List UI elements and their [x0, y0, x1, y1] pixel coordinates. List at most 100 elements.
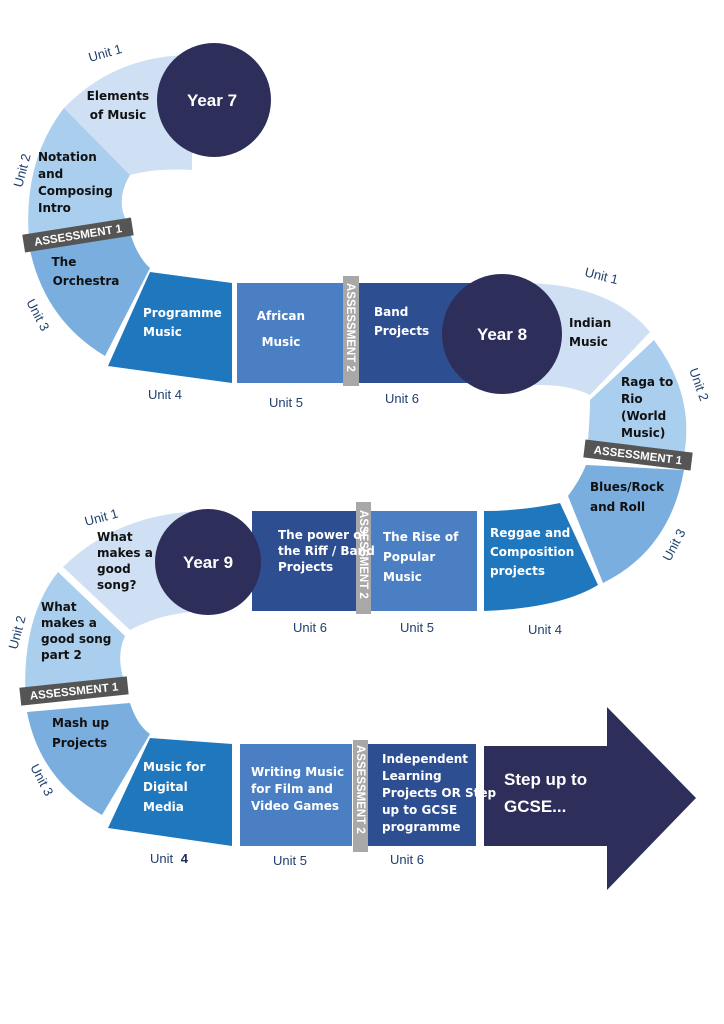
y7-unit3-label: Unit 3	[23, 296, 52, 333]
y9-unit4-line1: Music for	[143, 760, 205, 774]
y9-unit6-segment	[368, 744, 476, 846]
gcse-arrow	[484, 707, 696, 890]
y8-unit2-line3: (World	[621, 409, 666, 423]
y9-unit6-label: Unit 6	[390, 852, 424, 867]
y7-unit6-line2: Projects	[374, 324, 429, 338]
y7-unit4-line1: Programme	[143, 306, 222, 320]
y9-unit6-line4: up to GCSE	[382, 803, 457, 817]
y8-unit3-label: Unit 3	[659, 526, 688, 563]
y8-unit6-segment	[252, 511, 356, 611]
year9-label: Year 9	[183, 553, 233, 572]
y8-assessment1-band	[583, 439, 693, 471]
y8-unit3-segment	[568, 465, 684, 583]
y9-unit1-label: Unit 1	[83, 506, 120, 529]
y7-unit1-line1: Elements	[87, 89, 150, 103]
y9-unit2-label: Unit 2	[5, 614, 28, 651]
y9-unit2-line4: part 2	[41, 648, 82, 662]
y7-assessment2-label: ASSESSMENT 2	[344, 283, 356, 372]
y9-unit5-label: Unit 5	[273, 853, 307, 868]
y7-unit4-text: Programme Music	[143, 306, 226, 339]
y8-unit2-line1: Raga to	[621, 375, 673, 389]
y9-unit6-line1: Independent	[382, 752, 468, 766]
final-line2: GCSE...	[504, 797, 566, 816]
year8-circle	[442, 274, 562, 394]
y9-unit4-label-number: 4	[181, 851, 189, 866]
y9-unit5-line1: Writing Music	[251, 765, 344, 779]
y9-unit5-line2: for Film and	[251, 782, 333, 796]
y7-unit2-line3: Composing	[38, 184, 113, 198]
y8-unit6-text: The power of the Riff / Band Projects	[278, 528, 379, 574]
y9-unit6-line5: programme	[382, 820, 461, 834]
y7-unit2-line4: Intro	[38, 201, 71, 215]
y8-unit5-segment	[371, 511, 477, 611]
y7-assessment1-band	[22, 217, 134, 253]
y8-unit2-line2: Rio	[621, 392, 643, 406]
y8-unit2-line4: Music)	[621, 426, 665, 440]
y9-unit4-segment	[108, 738, 232, 846]
y7-unit2-line1: Notation	[38, 150, 97, 164]
y9-unit2-line3: good song	[41, 632, 111, 646]
final-line1: Step up to	[504, 770, 587, 789]
y9-unit2-line1: What	[41, 600, 77, 614]
y7-unit3-segment	[30, 222, 150, 356]
y8-unit6-line3: Projects	[278, 560, 333, 574]
y9-unit4-label: Unit 4	[150, 851, 189, 866]
year9-circle	[155, 509, 261, 615]
y9-assessment2-label: ASSESSMENT 2	[354, 745, 366, 834]
y8-unit5-text: The Rise of Popular Music	[383, 530, 463, 584]
y9-unit1-text: What makes a good song?	[97, 530, 157, 592]
y9-unit6-line2: Learning	[382, 769, 442, 783]
y7-unit4-label: Unit 4	[148, 387, 182, 402]
y8-unit1-text: Indian Music	[569, 316, 616, 349]
y7-unit1-label: Unit 1	[87, 41, 124, 65]
y8-unit4-line3: projects	[490, 564, 545, 578]
y9-unit3-line2: Projects	[52, 736, 107, 750]
y9-unit4-line3: Media	[143, 800, 184, 814]
y8-unit6-line2: the Riff / Band	[278, 544, 375, 558]
y9-unit6-line3: Projects OR Step	[382, 786, 497, 800]
y7-unit2-label: Unit 2	[10, 152, 33, 189]
year7-circle	[157, 43, 271, 157]
y8-unit6-line1: The power of	[278, 528, 367, 542]
y8-unit5-line2: Popular	[383, 550, 435, 564]
y9-unit1-line4: song?	[97, 578, 137, 592]
y9-unit3-line1: Mash up	[52, 716, 109, 730]
y9-unit2-line2: makes a	[41, 616, 97, 630]
y8-unit1-line2: Music	[569, 335, 608, 349]
y7-unit3-text: The Orchestra	[51, 255, 119, 288]
y8-unit2-segment	[588, 340, 687, 455]
final-text: Step up to GCSE...	[504, 770, 592, 816]
y7-unit5-text: African Music	[257, 309, 309, 349]
y8-unit1-label: Unit 1	[583, 264, 620, 287]
y8-unit4-segment	[484, 503, 598, 611]
y9-unit3-text: Mash up Projects	[52, 716, 113, 750]
y7-unit6-label: Unit 6	[385, 391, 419, 406]
y8-unit5-label: Unit 5	[400, 620, 434, 635]
y9-assessment2-bar	[353, 740, 368, 852]
y7-unit4-line2: Music	[143, 325, 182, 339]
y7-unit4-segment	[108, 272, 232, 383]
y9-unit3-segment	[27, 703, 150, 815]
y9-unit2-segment	[25, 572, 129, 705]
y8-unit2-text: Raga to Rio (World Music)	[621, 375, 677, 440]
y9-unit5-segment	[240, 744, 352, 846]
y8-unit1-line1: Indian	[569, 316, 611, 330]
y9-unit4-label-prefix: Unit	[150, 851, 174, 866]
y7-unit2-text: Notation and Composing Intro	[38, 150, 117, 215]
y7-unit2-segment	[28, 108, 130, 250]
y9-unit5-line3: Video Games	[251, 799, 339, 813]
y8-unit6-label: Unit 6	[293, 620, 327, 635]
y8-unit3-text: Blues/Rock and Roll	[590, 480, 668, 514]
y8-unit5-line3: Music	[383, 570, 422, 584]
year8-label: Year 8	[477, 325, 527, 344]
y7-unit6-text: Band Projects	[374, 305, 429, 338]
y7-unit3-line2: Orchestra	[53, 274, 120, 288]
y7-unit6-line1: Band	[374, 305, 408, 319]
y9-unit2-text: What makes a good song part 2	[41, 600, 116, 662]
y9-unit1-line1: What	[97, 530, 133, 544]
y8-unit3-line1: Blues/Rock	[590, 480, 665, 494]
y8-unit4-line2: Composition	[490, 545, 574, 559]
y7-unit1-line2: of Music	[90, 108, 147, 122]
y9-assessment1-band	[19, 676, 129, 706]
